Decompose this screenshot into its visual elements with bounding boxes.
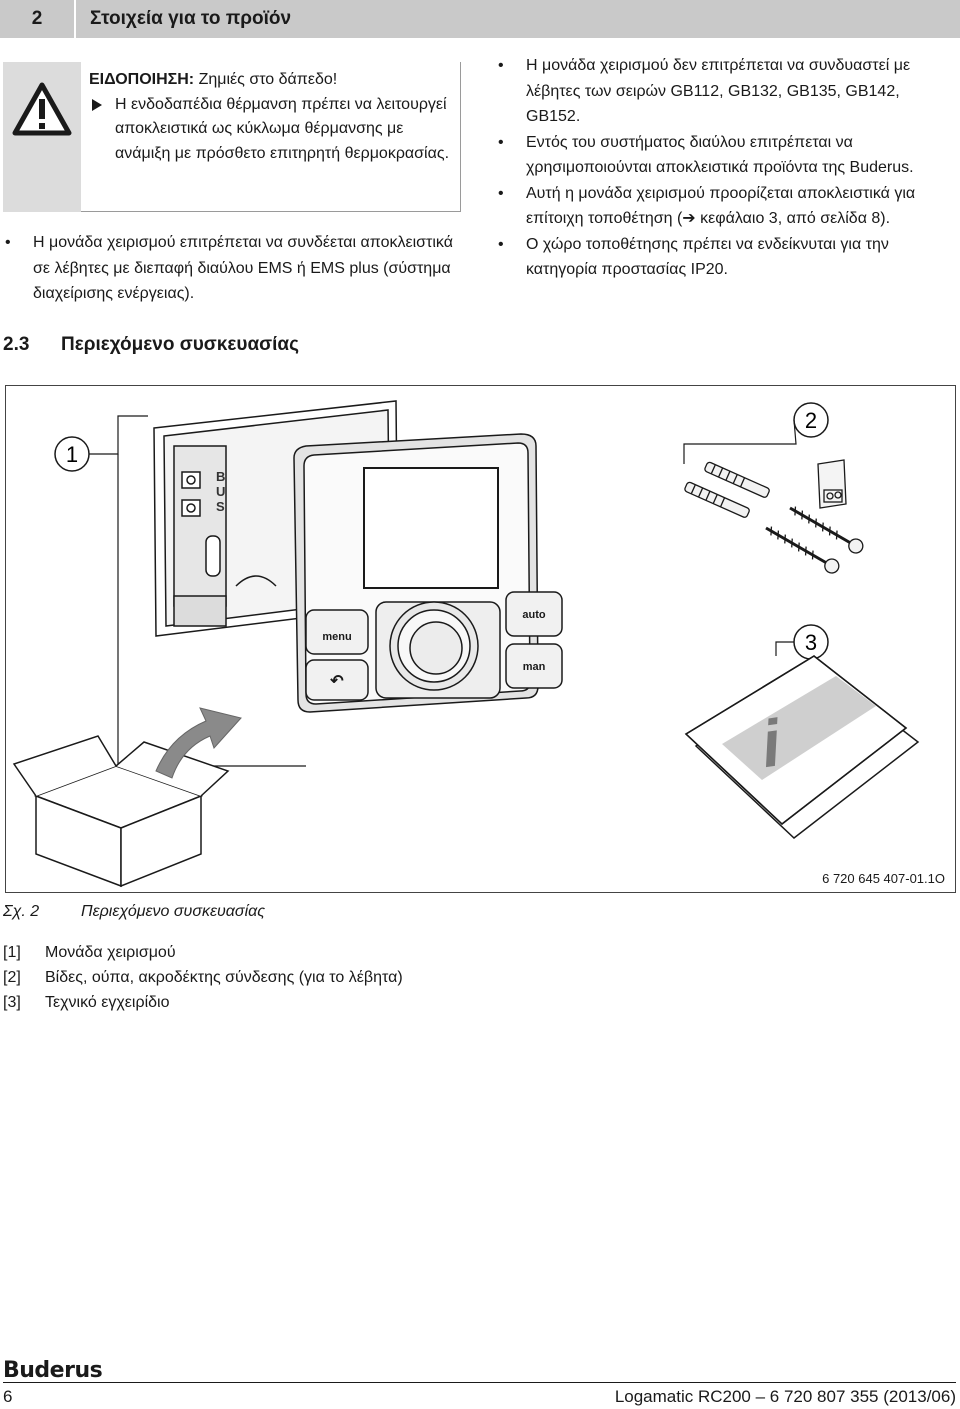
warning-triangle-icon — [12, 82, 72, 136]
bullet-dot: • — [498, 235, 504, 253]
figure-caption: Σχ. 2 Περιεχόμενο συσκευασίας — [3, 903, 265, 921]
figure-caption-number: Σχ. 2 — [3, 903, 40, 920]
callout-2-label: 2 — [805, 408, 817, 433]
figure-caption-text: Περιεχόμενο συσκευασίας — [81, 903, 266, 920]
section-title: 2.3 Περιεχόμενο συσκευασίας — [3, 334, 299, 356]
instruction-arrow-icon — [92, 98, 102, 111]
bullet-text: Η μονάδα χειρισμού δεν επιτρέπεται να συ… — [526, 57, 911, 125]
technical-manual — [684, 655, 920, 839]
bus-label: B U S — [216, 469, 225, 514]
bus-letter-u: U — [216, 484, 225, 499]
list-item: • Ο χώρο τοποθέτησης πρέπει να ενδείκνυτα… — [496, 232, 936, 283]
back-button-label: ↶ — [329, 673, 344, 690]
right-bullet-list: • Η μονάδα χειρισμού δεν επιτρέπεται να σ… — [496, 53, 936, 283]
chapter-header: 2 Στοιχεία για το προϊόν — [0, 0, 960, 38]
menu-button-label: menu — [322, 631, 351, 643]
list-item: [3] Τεχνικό εγχειρίδιο — [3, 990, 403, 1015]
warning-label: ΕΙΔΟΠΟΙΗΣΗ: — [89, 71, 195, 88]
bus-letter-s: S — [216, 499, 225, 514]
left-bullet-list: • Η μονάδα χειρισμού επιτρέπεται να συνδέ… — [3, 230, 461, 307]
control-unit-buttons: menu ↶ auto man — [322, 609, 546, 690]
legend-key: [2] — [3, 969, 21, 986]
section-number: 2.3 — [3, 334, 30, 355]
warning-instruction: Η ενδοδαπέδια θέρμανση πρέπει να λειτουρ… — [89, 93, 459, 167]
bus-letter-b: B — [216, 469, 225, 484]
warning-message: Ζημιές στο δάπεδο! — [198, 71, 338, 88]
package-contents-figure: 1 B U S — [5, 385, 956, 893]
bullet-dot: • — [5, 234, 11, 251]
chapter-number: 2 — [0, 0, 74, 38]
legend-text: Τεχνικό εγχειρίδιο — [45, 994, 170, 1011]
man-button-label: man — [523, 661, 546, 673]
callout-3-label: 3 — [805, 630, 817, 655]
warning-text: ΕΙΔΟΠΟΙΗΣΗ: Ζημιές στο δάπεδο! Η ενδοδαπ… — [89, 68, 459, 166]
figure-illustration: 1 B U S — [12, 400, 920, 888]
list-item: • Η μονάδα χειρισμού δεν επιτρέπεται να σ… — [496, 53, 936, 130]
figure-legend: [1] Μονάδα χειρισμού [2] Βίδες, ούπα, ακρο… — [3, 940, 403, 1015]
legend-text: Μονάδα χειρισμού — [45, 944, 176, 961]
document-reference: Logamatic RC200 – 6 720 807 355 (2013/06… — [614, 1387, 956, 1406]
bullet-dot: • — [498, 133, 504, 151]
bullet-text: Αυτή η μονάδα χειρισμού προορίζεται αποκ… — [526, 184, 916, 228]
bullet-dot: • — [498, 57, 504, 74]
figure-code: 6 720 645 407-01.1O — [822, 871, 945, 886]
connection-terminal — [817, 459, 847, 509]
list-item: • Εντός του συστήματος διαύλου επιτρέπετα… — [496, 130, 936, 181]
auto-button-label: auto — [522, 609, 546, 621]
bullet-text: Ο χώρο τοποθέτησης πρέπει να ενδείκνυται… — [526, 235, 889, 279]
unpack-arrow-icon — [155, 707, 242, 779]
list-item: [2] Βίδες, ούπα, ακροδέκτης σύνδεσης (για… — [3, 965, 403, 990]
bullet-text: Εντός του συστήματος διαύλου επιτρέπεται… — [526, 133, 914, 177]
legend-key: [3] — [3, 994, 21, 1011]
warning-icon-cell — [3, 62, 81, 212]
bullet-text: Η μονάδα χειρισμού επιτρέπεται να συνδέε… — [33, 234, 453, 302]
list-item: [1] Μονάδα χειρισμού — [3, 940, 403, 965]
callout-3: 3 — [775, 624, 829, 660]
warning-box: ΕΙΔΟΠΟΙΗΣΗ: Ζημιές στο δάπεδο! Η ενδοδαπ… — [3, 62, 461, 212]
chapter-title: Στοιχεία για το προϊόν — [76, 0, 960, 38]
footer-divider — [3, 1382, 956, 1383]
section-heading: Περιεχόμενο συσκευασίας — [61, 334, 299, 355]
warning-heading: ΕΙΔΟΠΟΙΗΣΗ: Ζημιές στο δάπεδο! — [89, 68, 459, 93]
page-number: 6 — [3, 1387, 13, 1406]
list-item: • Η μονάδα χειρισμού επιτρέπεται να συνδέ… — [3, 230, 461, 307]
control-unit — [293, 433, 563, 713]
bullet-dot: • — [498, 184, 504, 202]
legend-key: [1] — [3, 944, 21, 961]
warning-instruction-text: Η ενδοδαπέδια θέρμανση πρέπει να λειτουρ… — [115, 95, 450, 162]
screws-and-anchors — [684, 461, 864, 574]
callout-2: 2 — [683, 402, 829, 464]
legend-text: Βίδες, ούπα, ακροδέκτης σύνδεσης (για το… — [45, 969, 403, 986]
callout-1-label: 1 — [66, 442, 78, 467]
package-box — [12, 735, 230, 888]
brand-logo: Buderus — [3, 1358, 103, 1383]
list-item: • Αυτή η μονάδα χειρισμού προορίζεται απο… — [496, 181, 936, 232]
